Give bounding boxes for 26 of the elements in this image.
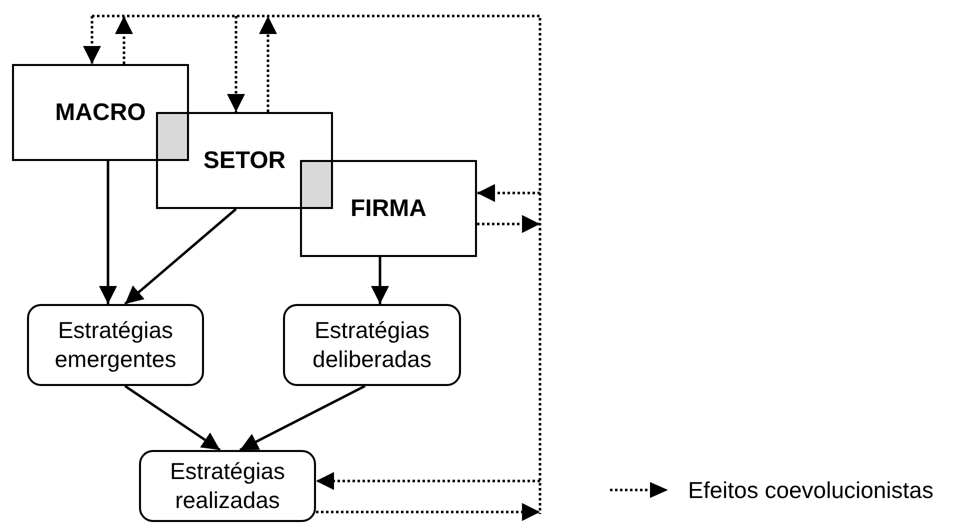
strategy-box (139, 450, 316, 522)
level-box (156, 112, 333, 209)
node-label: FIRMA (350, 194, 426, 222)
dotted-arrow (227, 16, 245, 112)
node-label: Estratégias deliberadas (312, 316, 432, 374)
arrow (239, 384, 366, 452)
level-box (300, 160, 477, 257)
dotted-arrow (83, 16, 101, 64)
arrow (124, 384, 221, 452)
arrow (99, 161, 117, 304)
dotted-arrow (477, 184, 540, 202)
arrow (124, 208, 237, 305)
dotted-arrow (316, 503, 540, 521)
node-label: Estratégias realizadas (168, 457, 286, 515)
strategy-box (27, 304, 204, 386)
node-label: SETOR (203, 146, 286, 174)
dotted-arrow (477, 215, 540, 233)
strategy-box (283, 304, 461, 386)
node-label: MACRO (55, 98, 146, 126)
dotted-arrow (259, 16, 277, 112)
dotted-arrow (115, 16, 133, 64)
level-box (12, 64, 189, 161)
dotted-arrow (316, 472, 540, 490)
arrow (371, 257, 389, 304)
legend-label: Efeitos coevolucionistas (688, 476, 934, 504)
node-label: Estratégias emergentes (54, 316, 178, 374)
